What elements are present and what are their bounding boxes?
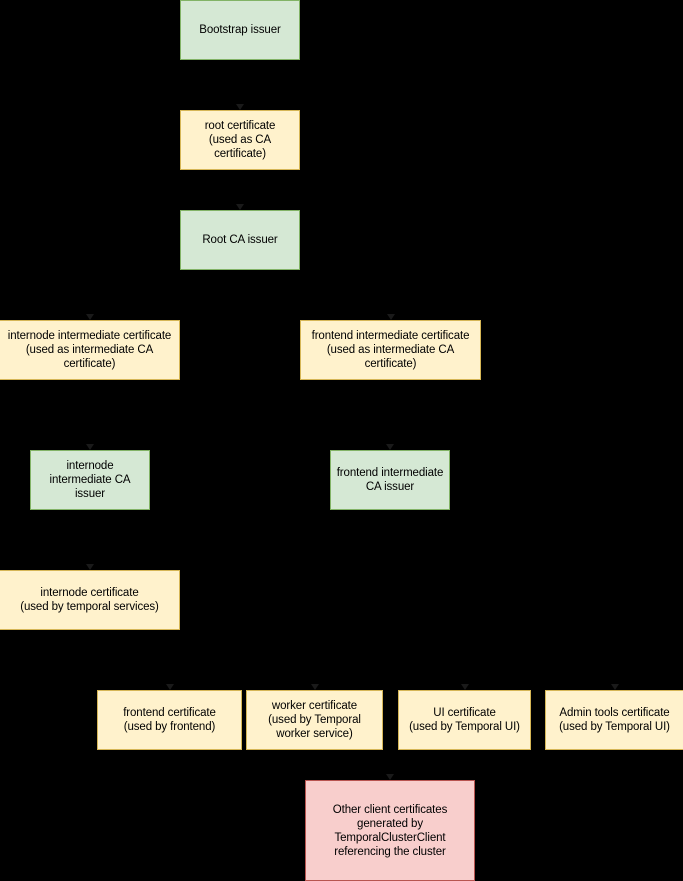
edge-segment-vertical [390, 295, 391, 320]
edge-segment-vertical [239, 270, 241, 295]
edge-segment-vertical [239, 60, 241, 110]
edge-arrowhead-icon [86, 444, 94, 450]
edge-arrowhead-icon [386, 774, 394, 780]
diagram-node-bootstrap-issuer[interactable]: Bootstrap issuer [180, 0, 300, 60]
edge-arrowhead-icon [165, 684, 174, 690]
diagram-node-frontend-intermediate-certificate[interactable]: frontend intermediate certificate (used … [300, 320, 481, 380]
edge-segment-horizontal [314, 599, 390, 601]
node-label: frontend intermediate certificate (used … [311, 330, 470, 370]
edge-arrowhead-icon [85, 314, 94, 320]
node-label: frontend intermediate CA issuer [336, 467, 444, 493]
node-label: Admin tools certificate (used by Tempora… [559, 707, 670, 733]
node-label: frontend certificate (used by frontend) [123, 707, 216, 733]
diagram-node-internode-intermediate-ca-issuer[interactable]: internode intermediate CA issuer [30, 450, 150, 510]
node-label: Bootstrap issuer [199, 24, 281, 36]
edge-arrowhead-icon [386, 314, 395, 320]
node-label: UI certificate (used by Temporal UI) [409, 707, 520, 733]
edge-segment-vertical [614, 600, 615, 690]
edge-segment-vertical [314, 600, 315, 690]
edge-arrowhead-icon [610, 684, 619, 690]
node-label: Root CA issuer [202, 234, 278, 246]
edge-arrowhead-icon [386, 444, 394, 450]
edge-segment-vertical [464, 600, 465, 690]
diagram-node-internode-certificate[interactable]: internode certificate (used by temporal … [0, 570, 180, 630]
edge-arrowhead-icon [236, 104, 244, 110]
diagram-node-frontend-intermediate-ca-issuer[interactable]: frontend intermediate CA issuer [330, 450, 450, 510]
edge-segment-vertical [89, 295, 90, 320]
node-label: internode certificate (used by temporal … [20, 587, 159, 613]
edge-segment-horizontal [169, 599, 390, 601]
edge-segment-horizontal [89, 294, 240, 296]
diagram-node-internode-intermediate-certificate[interactable]: internode intermediate certificate (used… [0, 320, 180, 380]
edge-arrowhead-icon [236, 204, 244, 210]
edge-arrowhead-icon [460, 684, 469, 690]
edge-arrowhead-icon [310, 684, 319, 690]
node-label: root certificate (used as CA certificate… [204, 120, 276, 160]
diagram-node-worker-certificate[interactable]: worker certificate (used by Temporal wor… [246, 690, 383, 750]
diagram-node-root-ca-issuer[interactable]: Root CA issuer [180, 210, 300, 270]
edge-segment-vertical [239, 170, 241, 210]
diagram-node-admin-tools-certificate[interactable]: Admin tools certificate (used by Tempora… [545, 690, 683, 750]
diagram-node-other-client-certificates[interactable]: Other client certificates generated by T… [305, 780, 475, 881]
edge-segment-vertical [169, 600, 170, 690]
node-label: internode intermediate certificate (used… [7, 330, 172, 370]
edge-segment-horizontal [240, 294, 391, 296]
edge-segment-vertical [89, 380, 90, 450]
diagram-node-frontend-certificate[interactable]: frontend certificate (used by frontend) [97, 690, 242, 750]
edge-segment-vertical [389, 510, 391, 780]
diagram-node-ui-certificate[interactable]: UI certificate (used by Temporal UI) [398, 690, 531, 750]
edge-arrowhead-icon [85, 564, 94, 570]
edge-segment-vertical [89, 510, 91, 570]
edge-segment-vertical [390, 380, 391, 450]
edge-segment-horizontal [390, 599, 615, 601]
node-label: Other client certificates generated by T… [332, 803, 448, 858]
node-label: worker certificate (used by Temporal wor… [268, 700, 361, 740]
diagram-node-root-certificate[interactable]: root certificate (used as CA certificate… [180, 110, 300, 170]
node-label: internode intermediate CA issuer [49, 460, 131, 500]
